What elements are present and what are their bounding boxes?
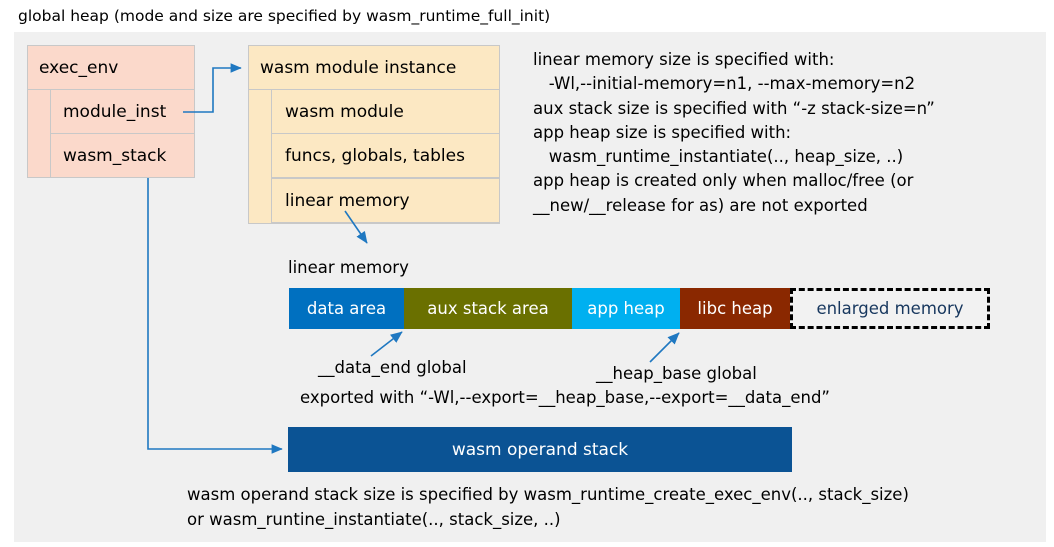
wasm-module-instance-row-funcs-globals-tables: funcs, globals, tables — [271, 133, 500, 178]
memory-segment-label: app heap — [587, 299, 665, 318]
page-title: global heap (mode and size are specified… — [18, 7, 551, 25]
memory-segment-aux-stack-area: aux stack area — [404, 288, 572, 329]
wasm-module-instance-row-wasm-module: wasm module — [271, 89, 500, 134]
exec-env-row-label: wasm_stack — [63, 145, 167, 166]
wasm-operand-stack-label: wasm operand stack — [451, 439, 629, 460]
operand-stack-notes: wasm operand stack size is specified by … — [187, 485, 909, 529]
memory-segment-enlarged-memory: enlarged memory — [790, 288, 990, 329]
wasm-operand-stack-box: wasm operand stack — [288, 427, 792, 472]
exec-env-row-wasm-stack: wasm_stack — [50, 133, 195, 178]
wasm-module-instance-row-label: funcs, globals, tables — [285, 145, 465, 166]
annotation-exported-with: exported with “-Wl,--export=__heap_base,… — [300, 388, 830, 407]
linear-memory-notes: linear memory size is specified with: -W… — [533, 50, 935, 215]
exec-env-row-module-inst: module_inst — [50, 89, 195, 134]
exec-env-header: exec_env — [27, 45, 195, 90]
memory-segment-label: libc heap — [697, 299, 773, 318]
linear-memory-bar: data area aux stack area app heap libc h… — [289, 288, 990, 329]
annotation-data-end-global: __data_end global — [318, 358, 467, 377]
wasm-module-instance-row-label: linear memory — [285, 190, 410, 211]
memory-segment-app-heap: app heap — [572, 288, 680, 329]
wasm-module-instance-row-linear-memory: linear memory — [271, 178, 500, 223]
memory-segment-label: enlarged memory — [816, 299, 964, 318]
annotation-heap-base-global: __heap_base global — [596, 364, 757, 383]
memory-segment-label: aux stack area — [427, 299, 549, 318]
wasm-module-instance-header-label: wasm module instance — [260, 57, 457, 78]
wasm-module-instance-header: wasm module instance — [248, 45, 500, 90]
linear-memory-bar-label: linear memory — [288, 258, 409, 277]
exec-env-row-label: module_inst — [63, 101, 167, 122]
exec-env-header-label: exec_env — [39, 57, 119, 78]
memory-segment-data-area: data area — [289, 288, 404, 329]
memory-segment-label: data area — [306, 299, 387, 318]
memory-segment-libc-heap: libc heap — [680, 288, 790, 329]
wasm-module-instance-row-label: wasm module — [285, 101, 404, 122]
